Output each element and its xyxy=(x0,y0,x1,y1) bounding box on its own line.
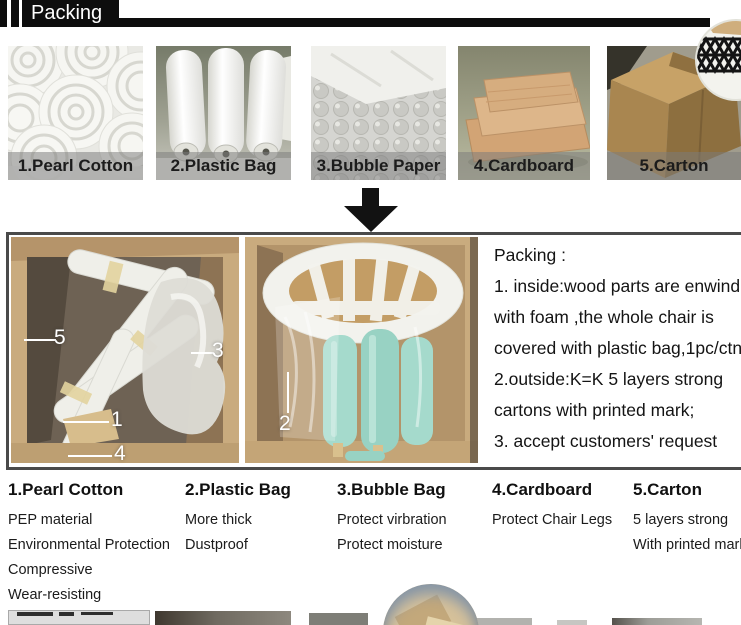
material-caption: 1.Pearl Cotton xyxy=(8,152,143,180)
material-feature: Wear-resisting xyxy=(8,587,102,603)
material-caption: 3.Bubble Paper xyxy=(311,152,446,180)
partial-thumbnail xyxy=(612,618,702,625)
partial-thumbnail xyxy=(309,613,368,625)
section-title: Packing xyxy=(22,0,119,27)
callout-number: 2 xyxy=(279,412,291,435)
callout-number: 4 xyxy=(114,442,126,465)
material-card-pearl-cotton: 1.Pearl Cotton xyxy=(8,46,143,180)
material-feature: PEP material xyxy=(8,512,93,528)
material-caption: 4.Cardboard xyxy=(458,152,590,180)
partial-thumbnail xyxy=(155,611,291,625)
circle-ring xyxy=(383,584,479,625)
header-accent-bar xyxy=(0,0,7,27)
packing-notes-line: 1. inside:wood parts are enwind xyxy=(494,276,741,296)
material-detail-plastic-bag: 2.Plastic Bag More thick Dustproof xyxy=(185,480,291,558)
packing-notes-line: 3. accept customers' request xyxy=(494,431,718,451)
callout-line xyxy=(24,339,56,341)
packed-box-frame: Packing : 1. inside:wood parts are enwin… xyxy=(6,232,741,470)
callout-line xyxy=(63,421,109,423)
packed-parts-photo xyxy=(11,237,239,463)
callout-number: 5 xyxy=(54,326,66,349)
material-feature: Compressive xyxy=(8,562,93,578)
callout-number: 1 xyxy=(111,408,123,431)
next-section-header-partial xyxy=(8,610,150,625)
partial-thumbnail xyxy=(464,618,532,625)
packing-notes-line: cartons with printed mark; xyxy=(494,400,695,420)
packing-notes-line: with foam ,the whole chair is xyxy=(494,307,714,327)
material-card-bubble-paper: 3.Bubble Paper xyxy=(311,46,446,180)
material-feature: Protect moisture xyxy=(337,537,443,553)
header-accent-bar xyxy=(11,0,19,27)
packing-notes-line: 2.outside:K=K 5 layers strong xyxy=(494,369,724,389)
packing-notes-line: covered with plastic bag,1pc/ctn; xyxy=(494,338,741,358)
material-detail-title: 5.Carton xyxy=(633,480,702,499)
material-detail-carton: 5.Carton 5 layers strong With printed ma… xyxy=(633,480,741,558)
cardboard-detail-circle xyxy=(383,584,479,625)
callout-line xyxy=(68,455,112,457)
material-feature: With printed mark xyxy=(633,537,741,553)
material-detail-pearl-cotton: 1.Pearl Cotton PEP material Environmenta… xyxy=(8,480,170,608)
material-detail-title: 2.Plastic Bag xyxy=(185,480,291,499)
material-feature: Protect Chair Legs xyxy=(492,512,613,528)
material-card-cardboard: 4.Cardboard xyxy=(458,46,590,180)
callout-line xyxy=(191,352,214,354)
partial-thumbnail xyxy=(557,620,587,625)
packing-notes-heading: Packing : xyxy=(494,245,566,265)
cardboard-photo xyxy=(458,46,590,180)
material-caption: 2.Plastic Bag xyxy=(156,152,291,180)
header-rule xyxy=(119,18,710,27)
material-feature: Protect virbration xyxy=(337,512,447,528)
material-caption: 5.Carton xyxy=(607,152,741,180)
material-card-plastic-bag: 2.Plastic Bag xyxy=(156,46,291,180)
material-detail-title: 4.Cardboard xyxy=(492,480,593,499)
material-detail-title: 3.Bubble Bag xyxy=(337,480,446,499)
material-feature: Environmental Protection xyxy=(8,537,170,553)
material-feature: 5 layers strong xyxy=(633,512,729,528)
material-detail-bubble-bag: 3.Bubble Bag Protect virbration Protect … xyxy=(337,480,447,558)
clipped-text-fragment xyxy=(59,612,74,616)
clipped-text-fragment xyxy=(81,612,113,615)
clipped-text-fragment xyxy=(17,612,53,616)
material-feature: Dustproof xyxy=(185,537,248,553)
packing-notes: Packing : 1. inside:wood parts are enwin… xyxy=(485,240,741,467)
material-feature: More thick xyxy=(185,512,252,528)
material-detail-title: 1.Pearl Cotton xyxy=(8,480,124,499)
down-arrow-icon xyxy=(344,206,398,232)
packed-chair-photo xyxy=(245,237,478,463)
callout-number: 3 xyxy=(212,339,224,362)
callout-line xyxy=(287,372,289,413)
material-detail-cardboard: 4.Cardboard Protect Chair Legs xyxy=(492,480,612,533)
down-arrow-icon xyxy=(362,188,379,208)
